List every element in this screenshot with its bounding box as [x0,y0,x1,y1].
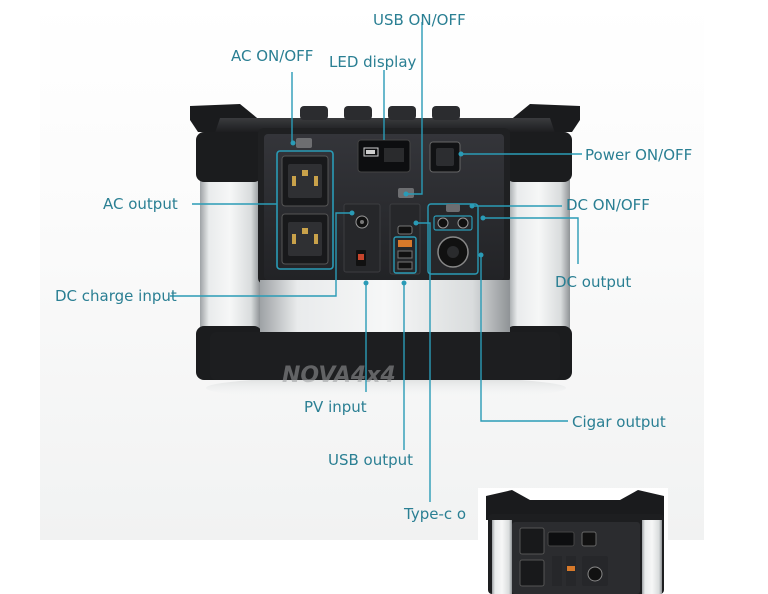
label-pv-input: PV input [304,398,367,416]
led-battery-fill [366,150,375,154]
label-dc-on-off: DC ON/OFF [566,196,650,214]
ac-socket-top-face [288,164,322,198]
ac-socket-top-pin-r [314,176,318,186]
input-area [343,203,381,273]
right-top-cap [506,132,572,182]
ac-output-callout-box [276,150,334,270]
led-digits [384,148,404,162]
ac-socket-top-pin-l [292,176,296,186]
typec-output-line [416,222,431,502]
top-vent-2 [344,106,372,120]
dc-switch [446,204,460,212]
bottom-base [210,332,560,380]
ac-socket-bottom-pin-t [302,228,308,234]
label-dc-charge-input: DC charge input [55,287,177,305]
label-dc-output: DC output [555,273,632,291]
ac-socket-bottom-pin-r [314,234,318,244]
left-silver-column [200,180,260,330]
usb-port-3 [397,261,413,270]
pv-input-port-core [358,254,364,260]
label-led-display: LED display [329,53,417,71]
device-shadow [206,376,566,400]
ac-switch [296,138,312,148]
label-cigar-output: Cigar output [572,413,666,431]
label-ac-output: AC output [103,195,178,213]
background-left-margin [0,0,40,540]
callout-lines [170,22,582,502]
cigar-port-core [447,246,459,258]
top-vent-4 [432,106,460,120]
usb-on-off-line [406,22,423,195]
background-right-margin [704,0,768,540]
right-silver-column [508,180,570,330]
dc-charge-input-line [170,212,352,297]
top-vent-3 [388,106,416,120]
usb-port-2 [397,250,413,259]
usb-output-callout-box [393,236,417,274]
typec-port [397,225,413,235]
label-power-on-off: Power ON/OFF [585,146,693,164]
inset-device-thumbnail [478,488,668,594]
dc-charge-port-pin [360,220,364,224]
led-battery-icon [363,147,379,157]
dc-output-line [483,217,579,264]
power-button-face [436,148,454,166]
cigar-output-line [480,255,568,422]
dc-output-callout-box [433,215,473,231]
label-usb-on-off: USB ON/OFF [373,11,466,29]
dc-port-1 [437,217,449,229]
watermark: NOVA4x4 [282,363,396,388]
label-typec-output: Type-c o [404,505,467,523]
ac-socket-bottom-face [288,222,322,256]
label-usb-output: USB output [328,451,414,469]
usb-port-qc [398,240,412,247]
top-vent-1 [300,106,328,120]
left-top-cap [196,132,262,182]
ac-switch-dot [290,140,296,146]
label-ac-on-off: AC ON/OFF [231,47,314,65]
ac-socket-bottom-pin-l [292,234,296,244]
front-silver-strip [260,280,510,332]
dc-port-2 [457,217,469,229]
ac-socket-top-pin-t [302,170,308,176]
